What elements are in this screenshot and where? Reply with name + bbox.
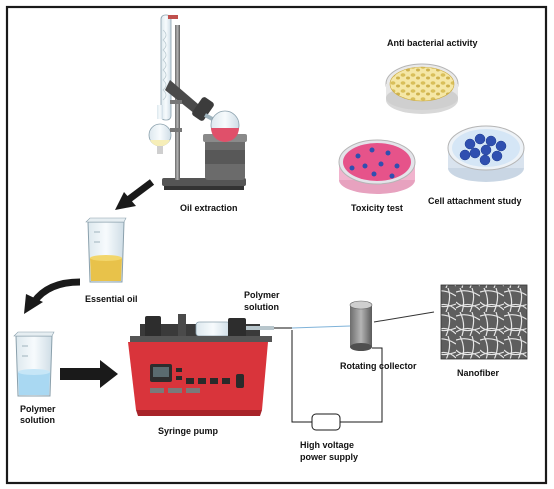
arrow-head-2 [24,294,43,314]
petri-cell-attachment [447,125,525,182]
arrow-to-essential-oil [125,179,155,203]
outer-frame [5,5,548,485]
rotating-collector [349,300,373,351]
arrow-to-pump [60,368,100,380]
power-supply-box [311,413,341,431]
polymer-solution-top-label-line2: solution [244,302,279,312]
cell-attachment-label: Cell attachment study [428,196,522,206]
polymer-solution-beaker [13,331,55,397]
nanofiber-image [440,284,528,360]
polymer-solution-left-label-line2: solution [20,415,55,425]
arrow-to-polymer-solution [31,278,81,305]
rotating-collector-label: Rotating collector [340,361,417,371]
syringe-pump-label: Syringe pump [158,426,219,436]
toxicity-test-label: Toxicity test [351,203,403,213]
essential-oil-label: Essential oil [85,294,138,304]
oil-extraction-label: Oil extraction [180,203,238,213]
arrow-head-1 [115,192,136,210]
anti-bacterial-label: Anti bacterial activity [387,38,478,48]
petri-anti-bacterial [385,63,459,114]
arrow-head-3 [100,360,118,388]
nanofiber-pointer [373,311,435,323]
nanofiber-label: Nanofiber [457,368,500,378]
essential-oil-beaker [85,217,127,283]
power-supply-label-line2: power supply [300,452,358,462]
polymer-solution-top-label-line1: Polymer [244,290,280,300]
fiber-jet [291,325,351,329]
syringe-pump [128,314,274,416]
power-supply-label-line1: High voltage [300,440,354,450]
petri-toxicity [338,139,416,194]
circuit-wires [291,330,383,423]
rotary-evaporator [148,14,247,190]
polymer-solution-left-label-line1: Polymer [20,404,56,414]
